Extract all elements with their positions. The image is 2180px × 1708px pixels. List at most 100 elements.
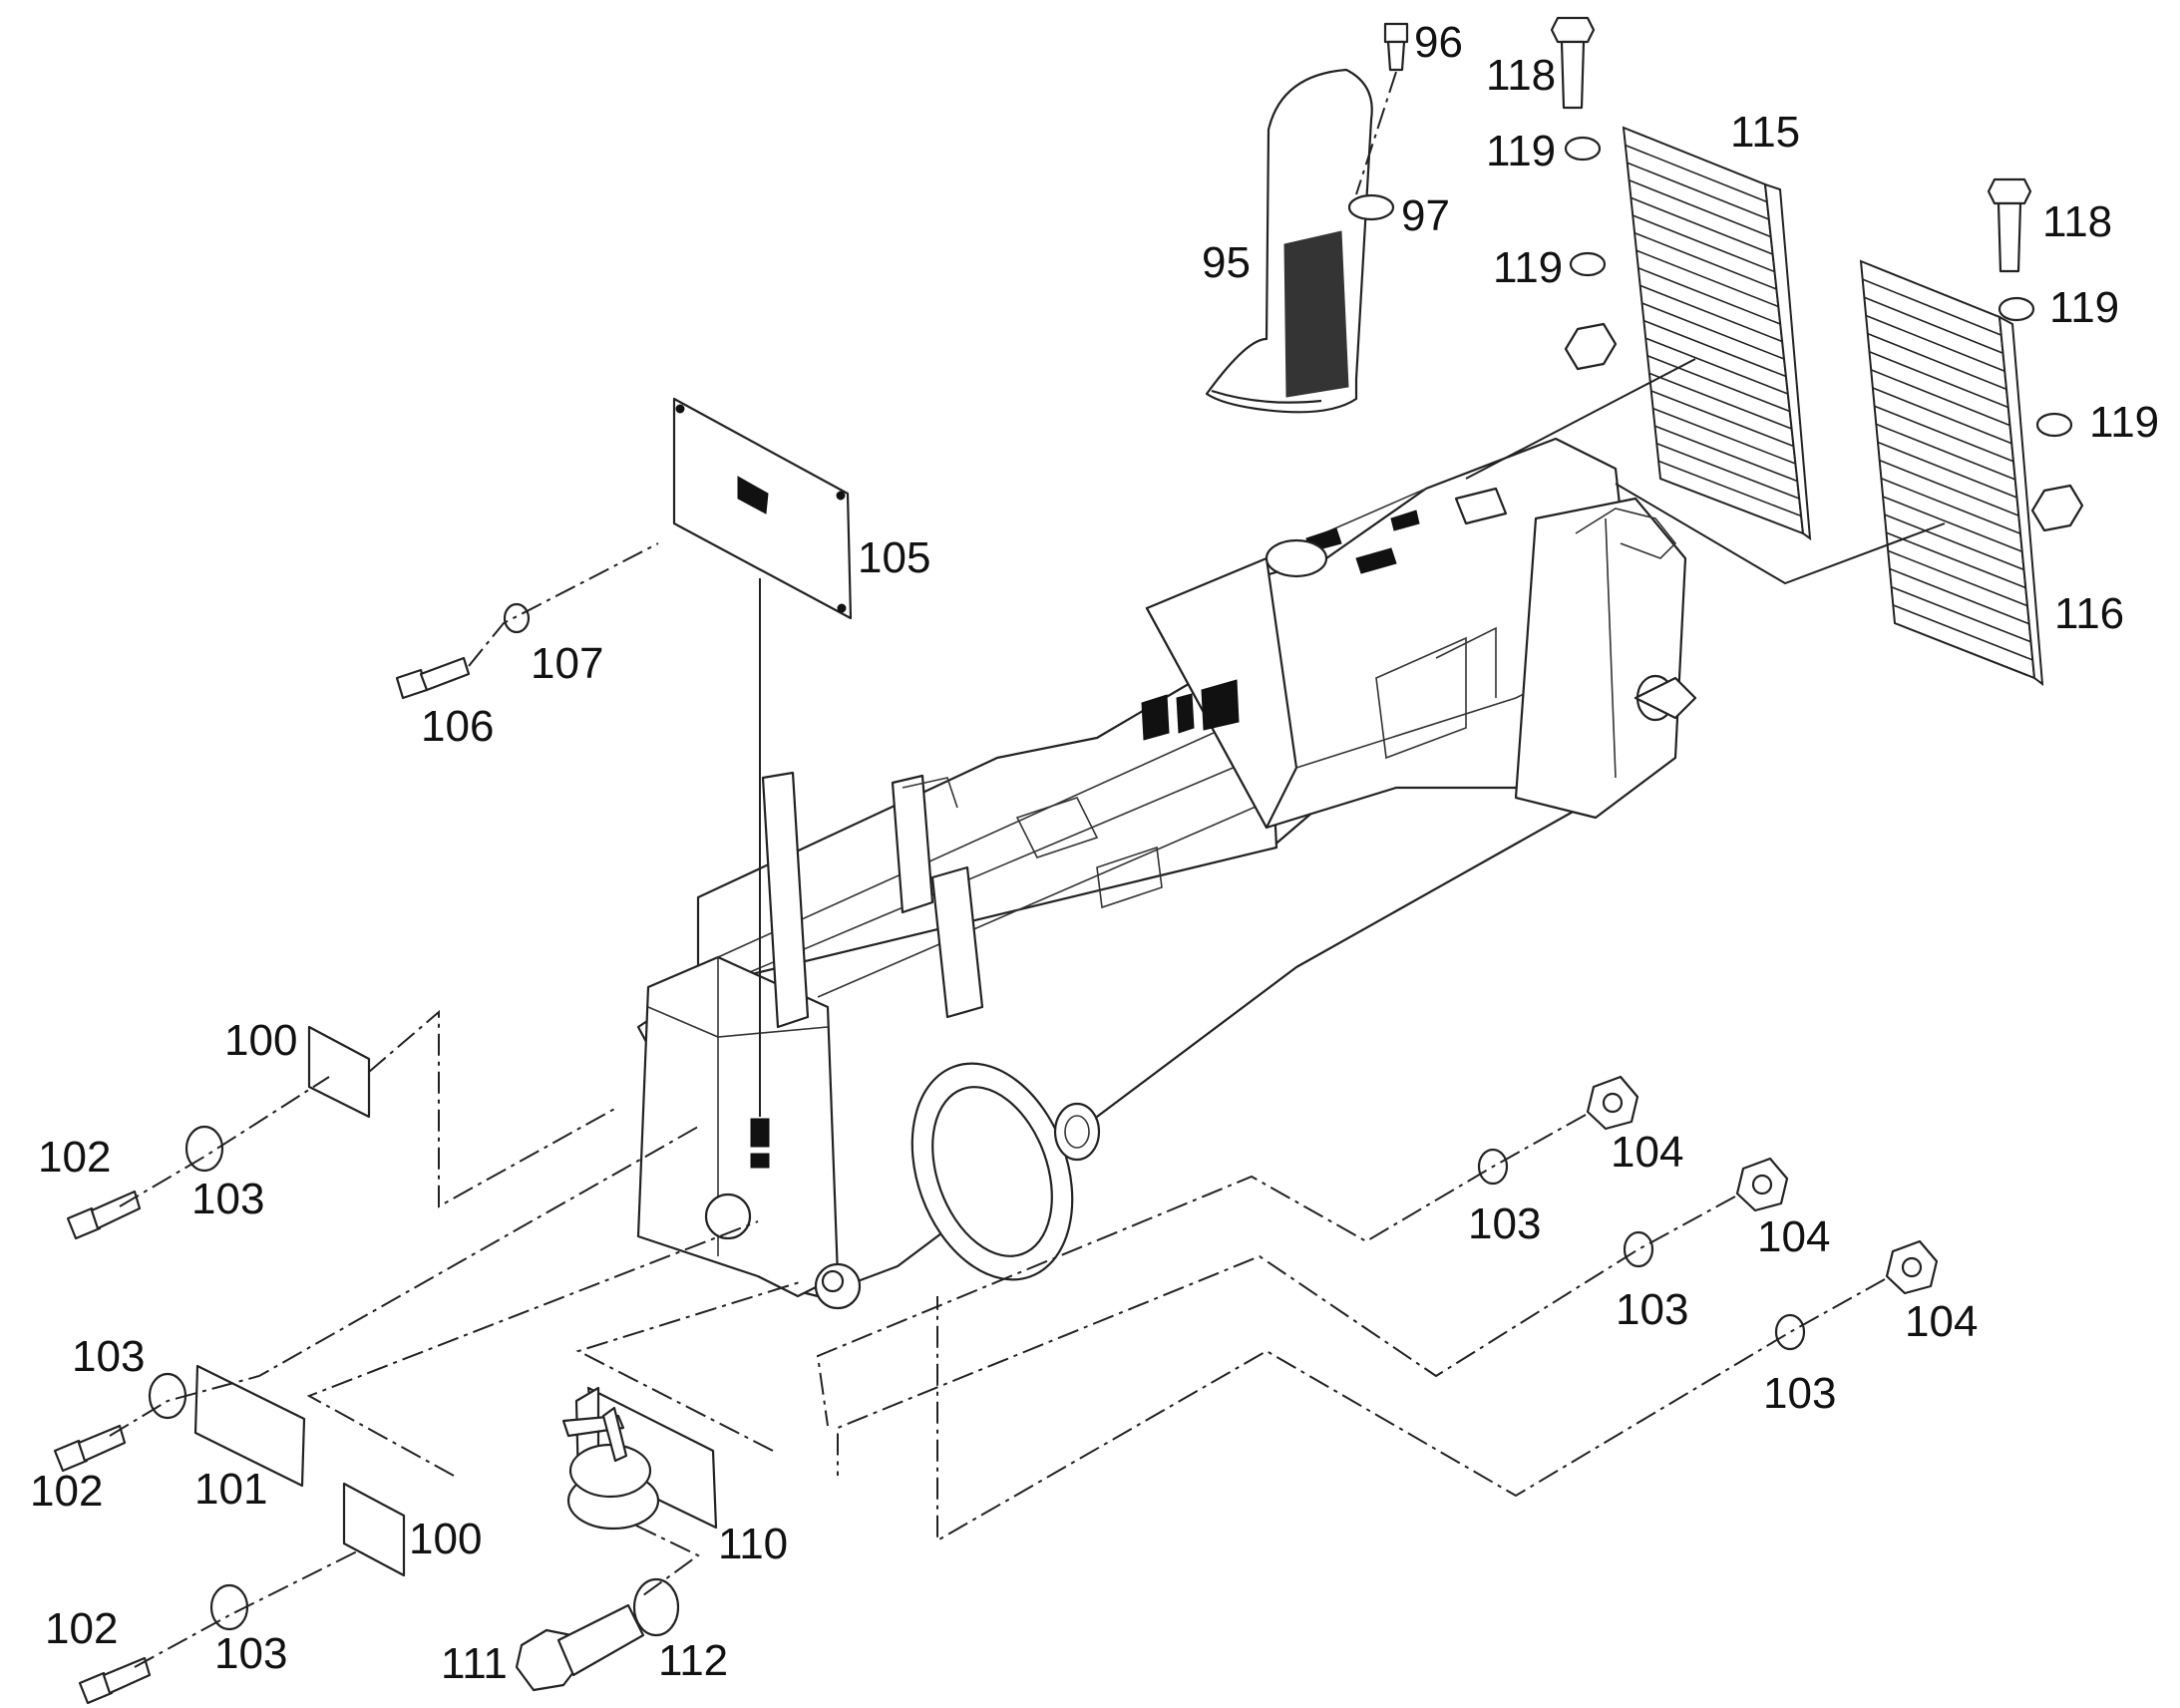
grille-slat (1870, 369, 2010, 427)
grille-slat (1634, 231, 1777, 290)
callout-100a: 100 (224, 1016, 297, 1065)
bolt-102-a (66, 1190, 142, 1240)
grille-slat (1886, 531, 2026, 589)
bolt-106 (395, 656, 471, 700)
nut-104-b (1735, 1157, 1789, 1212)
grille-slat (1643, 319, 1787, 378)
callout-100b: 100 (409, 1515, 482, 1563)
nut-104-a (1586, 1075, 1639, 1131)
grille-slat (1864, 296, 2003, 354)
callout-104a: 104 (1611, 1128, 1683, 1177)
bolt-96 (1383, 22, 1409, 72)
grille-slat (1635, 249, 1779, 308)
grille-slat (1865, 314, 2005, 373)
grille-slat (1867, 332, 2007, 391)
leader-100-top (368, 1009, 619, 1208)
grille-slat (1877, 441, 2017, 499)
callout-118b: 118 (2042, 197, 2112, 246)
leader-116 (1615, 483, 1946, 585)
cover-100-top (307, 1025, 371, 1119)
callout-97: 97 (1401, 191, 1450, 240)
grille-slat (1648, 372, 1792, 430)
grille-slat (1641, 302, 1785, 360)
exhaust-stack (1205, 68, 1373, 414)
grille-slats (1625, 144, 2033, 661)
grille-slat (1874, 405, 2014, 463)
callout-107: 107 (531, 639, 603, 688)
callout-96: 96 (1414, 18, 1463, 67)
grille-slat (1625, 144, 1768, 203)
callout-119d: 119 (2089, 398, 2159, 447)
leader-102-a (119, 1076, 330, 1207)
grille-slat (1887, 549, 2028, 607)
callout-106: 106 (421, 702, 494, 751)
leader-100-bottom (306, 1220, 759, 1477)
leader-102-c (134, 1549, 360, 1668)
washer-107 (503, 602, 531, 634)
grille-slat (1632, 214, 1775, 273)
bolt-118-a (1550, 16, 1596, 110)
callout-111: 111 (441, 1639, 508, 1688)
grille-slat (1644, 337, 1789, 395)
grille-slat (1652, 407, 1796, 465)
grille-slat (1637, 267, 1781, 325)
callout-105: 105 (858, 533, 930, 582)
grille-slat (1631, 196, 1773, 255)
leader-115 (1465, 358, 1696, 480)
callout-103f: 103 (1763, 1369, 1836, 1418)
plate-105 (672, 397, 853, 620)
callout-103c: 103 (214, 1629, 287, 1678)
callout-116: 116 (2054, 589, 2124, 638)
callout-112: 112 (658, 1636, 728, 1685)
grille-slat (1882, 496, 2023, 553)
leader-104-b (837, 1196, 1736, 1476)
grille-slat (1881, 478, 2021, 534)
callout-103a: 103 (191, 1175, 264, 1223)
callout-labels: 95 96 97 100 100 101 102 102 102 103 103… (30, 18, 2159, 1688)
grille-slat (1891, 585, 2031, 643)
grille-slat (1884, 513, 2024, 571)
grille-slat (1646, 355, 1790, 413)
washer-103-f (1774, 1313, 1806, 1351)
callout-102a: 102 (38, 1133, 111, 1182)
grille-slat (1629, 179, 1771, 238)
hitch-110 (561, 1386, 718, 1531)
grille-slat (1862, 278, 2002, 336)
nut-104-c (1885, 1239, 1939, 1295)
callout-118a: 118 (1486, 51, 1556, 100)
callout-102b: 102 (30, 1467, 103, 1516)
washer-119-c (1998, 296, 2035, 322)
bolt-118-b (1987, 177, 2032, 273)
leader-104-c (936, 1278, 1886, 1542)
leader-106 (468, 542, 659, 667)
washer-97 (1347, 193, 1395, 221)
bolt-111 (515, 1603, 645, 1692)
callout-104b: 104 (1757, 1212, 1830, 1261)
nut-b (2030, 484, 2084, 532)
grille-slat (1893, 604, 2033, 661)
callout-119a: 119 (1486, 127, 1556, 175)
callout-95: 95 (1202, 238, 1251, 287)
callout-103b: 103 (72, 1332, 145, 1381)
grille-slat (1876, 423, 2016, 481)
washer-112 (632, 1577, 680, 1637)
callout-119b: 119 (1493, 243, 1563, 292)
callout-103d: 103 (1468, 1199, 1541, 1248)
washer-103-b (148, 1372, 187, 1420)
callout-110: 110 (718, 1520, 788, 1568)
main-frame (636, 437, 1697, 1310)
leader-96 (1355, 71, 1397, 195)
grille-slat (1657, 460, 1802, 517)
grille-slat (1872, 387, 2012, 445)
leader-101 (109, 1126, 699, 1437)
grille-slat (1879, 459, 2019, 516)
cover-100-bottom (342, 1482, 406, 1577)
nut-a (1564, 322, 1618, 371)
leader-111 (635, 1525, 700, 1596)
callout-104c: 104 (1905, 1297, 1978, 1346)
leader-104-a (816, 1114, 1587, 1427)
grille-slat (1889, 567, 2030, 625)
grille-slat (1627, 162, 1770, 220)
leader-110 (575, 1280, 804, 1452)
